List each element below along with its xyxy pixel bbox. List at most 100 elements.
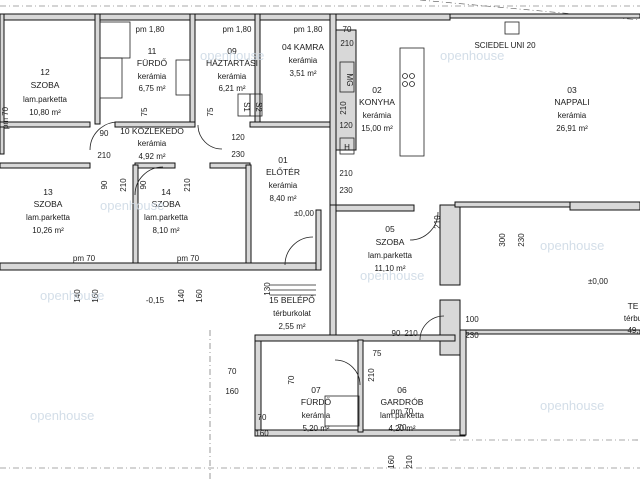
room-10-material: kerámia: [138, 139, 167, 148]
room-09-name: HÁZTARTÁSI: [206, 58, 258, 68]
room-07: 07 FÜRDŐ kerámia 5,20 m²: [301, 385, 332, 433]
room-12-material: lam.parketta: [23, 95, 68, 104]
hood-box: [339, 137, 355, 155]
dim-label: 210: [367, 368, 376, 382]
dim-label: 75: [373, 349, 382, 358]
room-03-material: kerámia: [558, 111, 587, 120]
dim-label: 120: [339, 121, 353, 130]
room-05: 05 SZOBA lam.parketta 11,10 m²: [368, 224, 413, 273]
dim-label: 230: [231, 150, 245, 159]
room-06-name: GARDRÓB: [381, 397, 424, 407]
bathtub-outline: [99, 21, 131, 59]
room-01-area: 8,40 m²: [269, 194, 296, 203]
room-03-area: 26,91 m²: [556, 124, 588, 133]
dim-label: 70: [258, 413, 267, 422]
watermark-logo: openhouse: [360, 268, 424, 283]
room-03: 03 NAPPALI kerámia 26,91 m²: [554, 85, 589, 133]
dim-label: 210: [97, 151, 111, 160]
dim-label: 130: [263, 282, 272, 296]
room-terrace-number: TE: [628, 301, 639, 311]
room-07-area: 5,20 m²: [302, 424, 329, 433]
room-10-area: 4,92 m²: [138, 152, 165, 161]
room-04-area: 3,51 m²: [289, 69, 316, 78]
dim-label: pm 70: [391, 407, 414, 416]
dim-label: 210: [339, 169, 353, 178]
room-09: 09 HÁZTARTÁSI kerámia 6,21 m²: [206, 46, 258, 93]
dim-label: 160: [91, 289, 100, 303]
room-04-material: kerámia: [289, 56, 318, 65]
chimney-box: [504, 21, 520, 35]
dim-label: 100: [465, 315, 479, 324]
s1-label: S1: [242, 102, 251, 112]
chimney-label: SCIEDEL UNI 20: [474, 41, 536, 50]
watermark-logo: openhouse: [100, 198, 164, 213]
dim-label: 90: [139, 180, 148, 189]
dim-label: 230: [339, 186, 353, 195]
dim-label: 210: [119, 178, 128, 192]
room-12-area: 10,80 m²: [29, 108, 61, 117]
room-03-number: 03: [567, 85, 577, 95]
room-03-name: NAPPALI: [554, 97, 589, 107]
room-06-area: 4,20 m²: [388, 424, 415, 433]
dim-label: 70: [287, 375, 296, 384]
dim-label: 160: [387, 455, 396, 469]
room-15-number: 15 BELÉPŐ: [269, 295, 315, 305]
room-10-number: 10 KÖZLEKEDŐ: [120, 126, 184, 136]
dim-label: 300: [498, 233, 507, 247]
bathtub-lower: [324, 395, 360, 427]
room-01-name: ELŐTÉR: [266, 167, 300, 177]
watermark-logo: openhouse: [540, 238, 604, 253]
fridge-label: MG: [345, 74, 354, 87]
dim-label: 230: [517, 233, 526, 247]
dim-label: 210: [405, 455, 414, 469]
room-05-area: 11,10 m²: [375, 264, 406, 273]
room-terrace-material: térbu: [624, 314, 640, 323]
room-11-name: FÜRDŐ: [137, 58, 168, 68]
room-12-name: SZOBA: [31, 80, 60, 90]
s2-label: S2: [254, 102, 263, 112]
room-13-number: 13: [43, 187, 53, 197]
room-02-name: KONYHA: [359, 97, 395, 107]
watermark-logo: openhouse: [440, 48, 504, 63]
room-07-material: kerámia: [302, 411, 331, 420]
dimensions: pm 1,80 pm 1,80 pm 1,80 70 210 pm 70 90 …: [1, 25, 609, 469]
dim-label: 70: [343, 25, 352, 34]
dim-label: 160: [255, 429, 269, 438]
room-09-number: 09: [227, 46, 237, 56]
room-13-material: lam.parketta: [26, 213, 71, 222]
dim-label: 140: [177, 289, 186, 303]
level-label: -0,15: [146, 296, 165, 305]
watermark-logo: openhouse: [40, 288, 104, 303]
room-terrace: TE térbu 49,: [624, 301, 640, 335]
dim-label: 210: [340, 39, 354, 48]
dim-label: 160: [225, 387, 239, 396]
room-13-area: 10,26 m²: [32, 226, 64, 235]
room-13-name: SZOBA: [34, 199, 63, 209]
level-label: ±0,00: [588, 277, 609, 286]
room-14: 14 SZOBA lam.parketta 8,10 m²: [144, 187, 189, 235]
watermark-logo: openhouse: [540, 398, 604, 413]
dim-label: 90: [392, 329, 401, 338]
dim-label: pm 1,80: [294, 25, 323, 34]
dim-label: 210: [183, 178, 192, 192]
watermark-logo: openhouse: [30, 408, 94, 423]
room-12: 12 SZOBA lam.parketta 10,80 m²: [23, 67, 68, 117]
room-14-material: lam.parketta: [144, 213, 189, 222]
room-14-area: 8,10 m²: [152, 226, 179, 235]
dim-label: 75: [206, 107, 215, 116]
room-06-material: lam.parketta: [380, 411, 425, 420]
watermarks: openhouse openhouse openhouse openhouse …: [30, 48, 604, 423]
dim-label: 140: [73, 289, 82, 303]
dim-label: 90: [100, 180, 109, 189]
fridge-outline: [339, 61, 355, 93]
room-01-number: 01: [278, 155, 288, 165]
room-terrace-area: 49,: [627, 326, 638, 335]
dim-label: 210: [433, 215, 442, 229]
dim-label: pm 70: [73, 254, 96, 263]
room-09-material: kerámia: [218, 72, 247, 81]
dim-label: 90: [100, 129, 109, 138]
room-15-material: térburkolat: [273, 309, 312, 318]
dim-label: 160: [195, 289, 204, 303]
room-14-number: 14: [161, 187, 171, 197]
